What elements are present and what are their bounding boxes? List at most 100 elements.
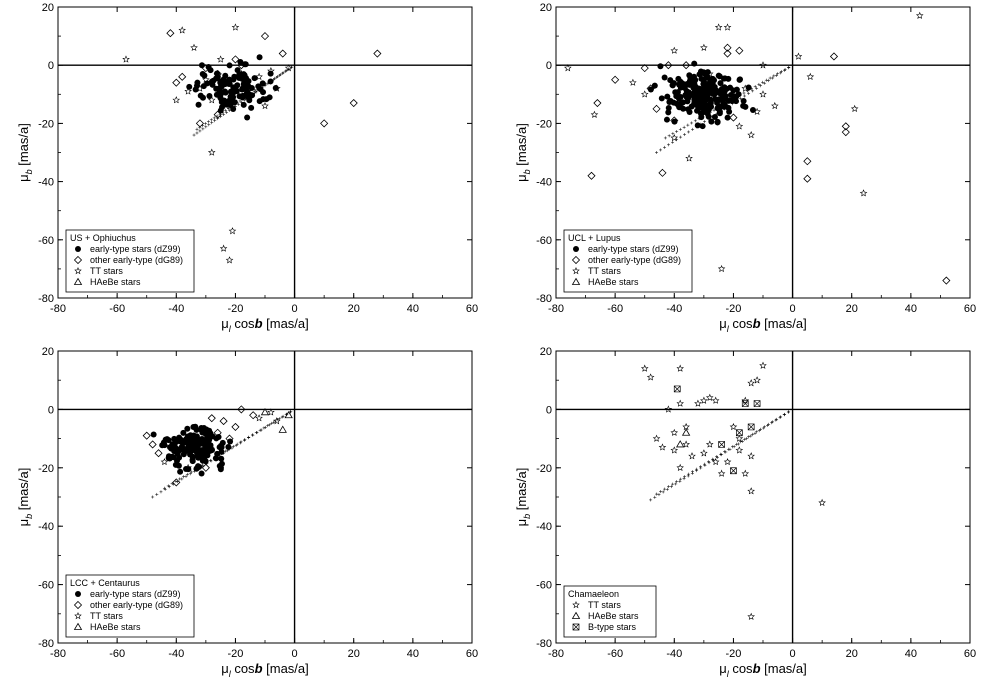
tt-star-marker	[759, 61, 767, 69]
other-early-type-marker	[723, 43, 732, 52]
stream-marker	[188, 472, 192, 476]
other-early-type-marker	[172, 78, 181, 87]
early-type-star-marker	[713, 87, 720, 94]
stream-marker	[166, 484, 170, 488]
legend-entry-label: TT stars	[588, 266, 621, 276]
stream-marker	[212, 116, 216, 120]
early-type-star-marker	[189, 456, 196, 463]
stream-marker	[293, 407, 297, 411]
stream-marker	[252, 90, 256, 94]
early-type-star-marker	[701, 97, 708, 104]
legend-entry-label: other early-type (dG89)	[90, 600, 183, 610]
b-type-star-marker	[747, 423, 755, 431]
early-type-star-marker	[175, 462, 182, 469]
early-type-star-marker	[699, 123, 706, 130]
stream-marker	[674, 482, 678, 486]
x-tick-label: -60	[109, 648, 125, 660]
stream-marker	[759, 427, 763, 431]
early-type-star-marker	[669, 82, 676, 89]
tt-star-marker	[670, 446, 679, 454]
tt-star-marker	[646, 373, 655, 381]
early-type-star-marker	[711, 113, 718, 120]
stream-marker	[779, 415, 783, 419]
tt-star-marker	[184, 87, 192, 95]
tt-star-marker	[735, 446, 744, 454]
stream-marker	[655, 151, 659, 154]
stream-marker	[768, 76, 772, 80]
early-type-star-marker	[217, 78, 224, 85]
stream-marker	[268, 423, 272, 427]
stream-marker	[735, 442, 739, 446]
stream-marker	[258, 428, 262, 432]
tt-star-marker	[202, 75, 210, 83]
stream-marker	[189, 470, 193, 474]
stream-marker	[263, 425, 267, 429]
x-tick-label: -20	[725, 303, 741, 315]
stream-marker	[162, 486, 166, 490]
stream-marker	[224, 108, 228, 112]
stream-marker	[761, 80, 765, 84]
early-type-star-marker	[673, 100, 680, 107]
early-type-star-marker	[194, 79, 201, 86]
stream-marker	[665, 487, 669, 491]
early-type-star-marker	[209, 433, 216, 440]
tt-star-marker	[747, 487, 755, 495]
tt-star-marker	[747, 612, 755, 620]
legend-box	[65, 574, 195, 638]
early-type-star-marker	[717, 80, 724, 87]
stream-marker	[675, 138, 679, 142]
b-type-star-marker	[673, 385, 681, 393]
early-type-star-marker	[704, 110, 711, 117]
early-type-star-marker	[226, 62, 233, 69]
tt-star-marker	[759, 90, 767, 98]
tt-star-marker	[685, 154, 693, 162]
tt-star-marker	[216, 55, 225, 63]
early-type-star-marker	[198, 62, 205, 69]
stream-marker	[743, 437, 747, 441]
early-type-star-marker	[667, 77, 674, 84]
early-type-star-marker	[266, 94, 273, 101]
stream-marker	[749, 434, 753, 438]
stream-marker	[747, 91, 751, 95]
early-type-star-marker	[724, 114, 731, 121]
stream-marker	[763, 425, 767, 429]
y-tick-label: -20	[536, 463, 552, 475]
stream-marker	[731, 445, 735, 449]
early-type-star-marker	[698, 89, 705, 96]
x-tick-label: -20	[227, 648, 243, 660]
early-type-star-marker	[222, 89, 229, 96]
stream-marker	[739, 97, 743, 101]
y-tick-label: -80	[38, 293, 54, 305]
stream-marker	[225, 110, 229, 114]
tt-star-marker	[700, 396, 708, 404]
stream-marker	[251, 433, 255, 437]
tt-star-marker	[160, 458, 169, 466]
x-tick-label: -80	[50, 648, 66, 660]
b-type-star-marker	[730, 467, 737, 475]
other-early-type-marker	[646, 84, 655, 93]
tt-star-marker	[670, 428, 679, 436]
stream-marker	[155, 492, 159, 496]
early-type-star-marker	[194, 442, 201, 449]
tt-star-marker	[806, 72, 815, 81]
legend-box	[65, 229, 195, 293]
tt-star-marker	[228, 227, 237, 235]
stream-marker	[661, 490, 665, 494]
early-type-star-marker	[696, 104, 703, 111]
tt-star-marker	[794, 52, 803, 60]
early-type-star-marker	[658, 95, 665, 102]
legend-entry-label: HAeBe stars	[90, 622, 141, 632]
early-type-star-marker	[242, 76, 249, 83]
stream-marker	[182, 475, 186, 479]
y-axis-label: μb [mas/a]	[16, 468, 34, 527]
stream-marker	[727, 447, 731, 451]
other-early-type-marker	[154, 449, 163, 458]
y-tick-label: 0	[546, 60, 552, 72]
stream-marker	[266, 424, 270, 428]
stream-marker	[671, 132, 675, 136]
other-early-type-marker	[717, 98, 726, 108]
stream-marker	[159, 490, 163, 494]
stream-marker	[791, 63, 795, 67]
